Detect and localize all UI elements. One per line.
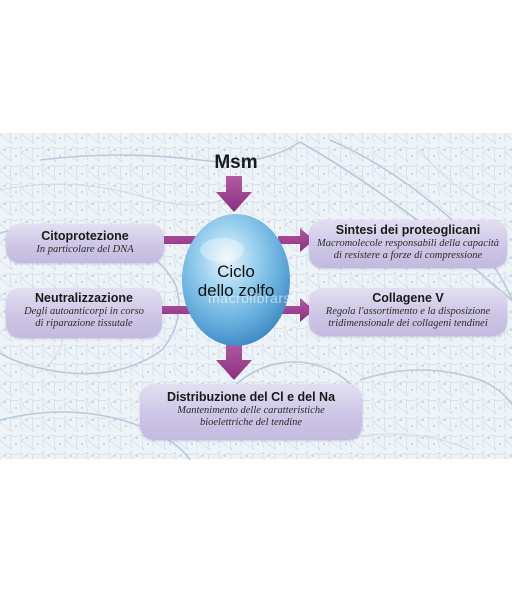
watermark-logo: macrolibrarsi	[208, 290, 295, 306]
box-distribuzione-cl-na: Distribuzione del Cl e del Na Mantenimen…	[140, 384, 362, 440]
box-title: Sintesi dei proteoglicani	[335, 223, 481, 237]
msm-input-label: Msm	[214, 152, 258, 173]
box-description: di riparazione tissutale	[35, 318, 133, 329]
box-title: Collagene V	[372, 291, 444, 305]
box-description: bioelettriche del tendine	[199, 417, 303, 428]
box-description: di resistere a forze di compressione	[333, 250, 483, 261]
box-description: Regola l'assortimento e la disposizione	[325, 306, 491, 317]
box-description: tridimensionale dei collageni tendinei	[328, 318, 488, 329]
box-sintesi-proteoglicani: Sintesi dei proteoglicani Macromolecole …	[309, 220, 507, 268]
box-title: Neutralizzazione	[35, 291, 133, 305]
center-label-line2: dello zolfo	[197, 281, 275, 300]
box-description: In particolare del DNA	[36, 244, 134, 255]
box-neutralizzazione: Neutralizzazione Degli autoanticorpi in …	[6, 288, 162, 338]
box-citoprotezione: Citoprotezione In particolare del DNA	[6, 224, 164, 263]
center-node-sulfur-cycle: Ciclo dello zolfo	[172, 262, 300, 300]
box-description: Degli autoanticorpi in corso	[24, 306, 144, 317]
box-title: Citoprotezione	[41, 229, 129, 243]
box-description: Mantenimento delle caratteristiche	[177, 405, 325, 416]
box-description: Macromolecole responsabili della capacit…	[316, 238, 500, 249]
box-collagene-v: Collagene V Regola l'assortimento e la d…	[309, 288, 507, 336]
box-title: Distribuzione del Cl e del Na	[166, 390, 336, 404]
center-label-line1: Ciclo	[217, 262, 255, 281]
